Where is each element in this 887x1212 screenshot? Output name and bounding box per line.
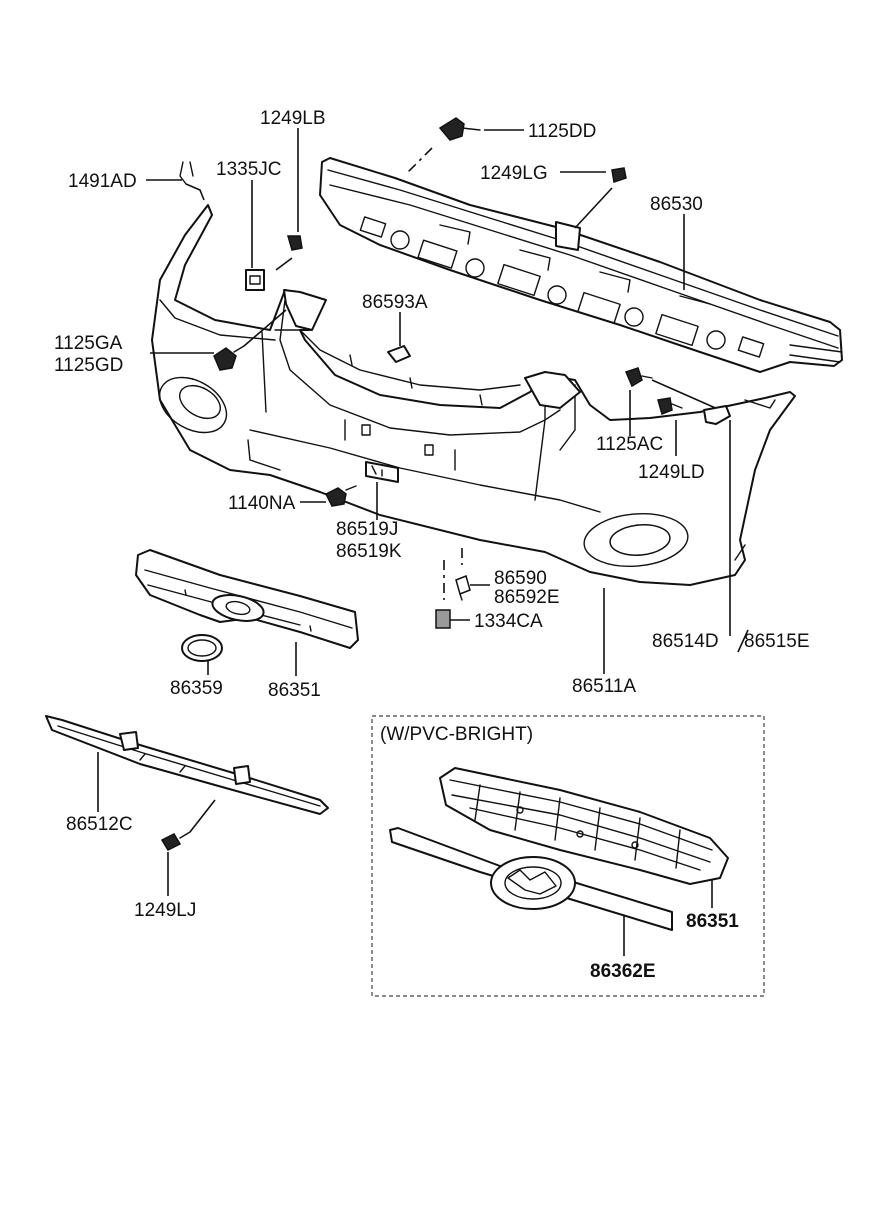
- label-86362E: 86362E: [590, 961, 656, 982]
- bolt-1125AC: [624, 367, 721, 411]
- bolt-1125DD: [407, 117, 481, 173]
- variant-box-label: (W/PVC-BRIGHT): [380, 724, 533, 745]
- nut-1334CA: [435, 609, 451, 629]
- nut-1335JC: [245, 269, 265, 291]
- bright-grille: [439, 767, 729, 885]
- leader-lines: [97, 128, 731, 956]
- label-86514D: 86514D: [652, 631, 719, 652]
- clip-1491AD: [179, 161, 205, 201]
- label-1491AD: 1491AD: [68, 171, 137, 192]
- label-86592E: 86592E: [494, 587, 560, 608]
- label-86359: 86359: [170, 678, 223, 699]
- label-1125GD: 1125GD: [54, 355, 123, 376]
- variant-box-frame: [371, 715, 765, 997]
- screw-1249LJ: [160, 799, 216, 851]
- label-1249LG: 1249LG: [480, 163, 548, 184]
- bracket-left: [283, 289, 327, 331]
- radiator-grille: [135, 549, 359, 649]
- label-1334CA: 1334CA: [474, 611, 543, 632]
- bumper-reinforcement: [319, 157, 843, 373]
- retainer-86593A: [387, 345, 411, 363]
- label-86351: 86351: [268, 680, 321, 701]
- label-1249LB: 1249LB: [260, 108, 326, 129]
- bracket-86514D: [703, 405, 731, 425]
- screw-1249LB: [275, 235, 303, 271]
- label-86593A: 86593A: [362, 292, 428, 313]
- label-86515E: 86515E: [744, 631, 810, 652]
- label-separator-slash: [737, 629, 749, 653]
- label-86519K: 86519K: [336, 541, 402, 562]
- screw-1249LG: [574, 167, 627, 229]
- bracket-86519J: [365, 461, 399, 483]
- bolt-1140NA: [324, 485, 357, 507]
- label-1125DD: 1125DD: [528, 121, 596, 142]
- label-1249LD: 1249LD: [638, 462, 705, 483]
- label-86530: 86530: [650, 194, 703, 215]
- label-1125AC: 1125AC: [596, 434, 663, 455]
- bright-molding: [389, 827, 673, 931]
- label-1335JC: 1335JC: [216, 159, 282, 180]
- clip-86590: [443, 548, 471, 601]
- screw-1249LD: [657, 397, 683, 416]
- part-labels: 1249LB 1125DD 1491AD 1335JC 1249LG 86530…: [54, 108, 810, 982]
- label-1249LJ: 1249LJ: [134, 900, 196, 921]
- label-1140NA: 1140NA: [228, 493, 296, 514]
- label-1125GA: 1125GA: [54, 333, 123, 354]
- label-86519J: 86519J: [336, 519, 398, 540]
- label-86590: 86590: [494, 568, 547, 589]
- emblem-86359: [181, 634, 223, 662]
- lower-molding: [45, 715, 329, 815]
- label-86512C: 86512C: [66, 814, 133, 835]
- label-86511A: 86511A: [572, 676, 636, 697]
- label-86351-bright: 86351: [686, 911, 739, 932]
- bolt-1125GA-1125GD: [213, 309, 287, 371]
